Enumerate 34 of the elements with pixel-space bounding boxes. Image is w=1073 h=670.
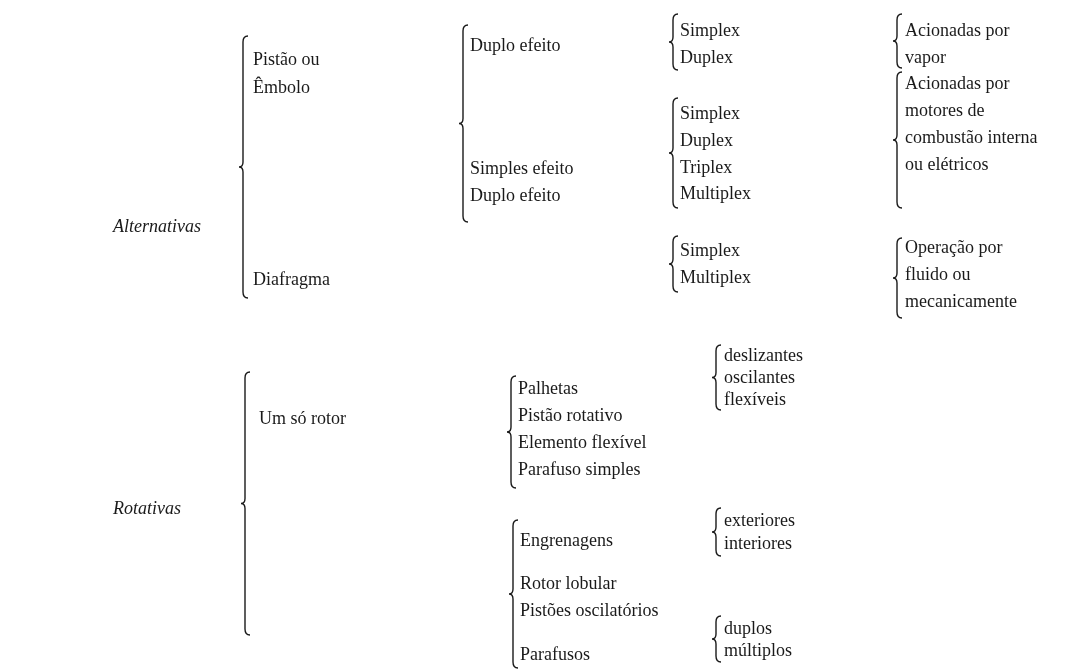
type-label: Um só rotor: [259, 407, 346, 430]
type-label: Rotor lobular: [520, 572, 617, 595]
type-label: Elemento flexível: [518, 431, 647, 454]
type-label: Duplex: [680, 129, 733, 152]
type-label: Simplex: [680, 19, 740, 42]
type-label: Acionadas por motores de combustão interna ou elétricos: [905, 72, 1039, 176]
type-label: Triplex: [680, 156, 733, 179]
type-label: Parafuso simples: [518, 458, 641, 481]
type-label: múltiplos: [724, 639, 792, 661]
type-label: interiores: [724, 532, 792, 554]
type-label: Diafragma: [253, 268, 330, 291]
type-label: Multiplex: [680, 182, 751, 205]
type-label: Pistão ou Êmbolo: [253, 48, 321, 99]
type-label: Simples efeito: [470, 157, 574, 180]
type-label: Engrenagens: [520, 529, 613, 552]
type-label: Simplex: [680, 239, 740, 262]
type-label: Parafusos: [520, 643, 590, 666]
type-label: Operação por fluido ou mecanicamente: [905, 236, 1018, 313]
type-label: Duplo efeito: [470, 34, 561, 57]
type-label: Multiplex: [680, 266, 751, 289]
type-label: exteriores: [724, 509, 795, 531]
type-label: Acionadas por vapor: [905, 19, 1011, 69]
type-label: Pistão rotativo: [518, 404, 623, 427]
type-label: Simplex: [680, 102, 740, 125]
type-label: Palhetas: [518, 377, 578, 400]
category-label: Alternativas: [113, 215, 201, 238]
category-label: Rotativas: [113, 497, 181, 520]
type-label: Duplex: [680, 46, 733, 69]
type-label: flexíveis: [724, 388, 786, 410]
type-label: oscilantes: [724, 366, 795, 388]
type-label: Pistões oscilatórios: [520, 599, 659, 622]
type-label: deslizantes: [724, 344, 803, 366]
type-label: Duplo efeito: [470, 184, 561, 207]
type-label: duplos: [724, 617, 772, 639]
